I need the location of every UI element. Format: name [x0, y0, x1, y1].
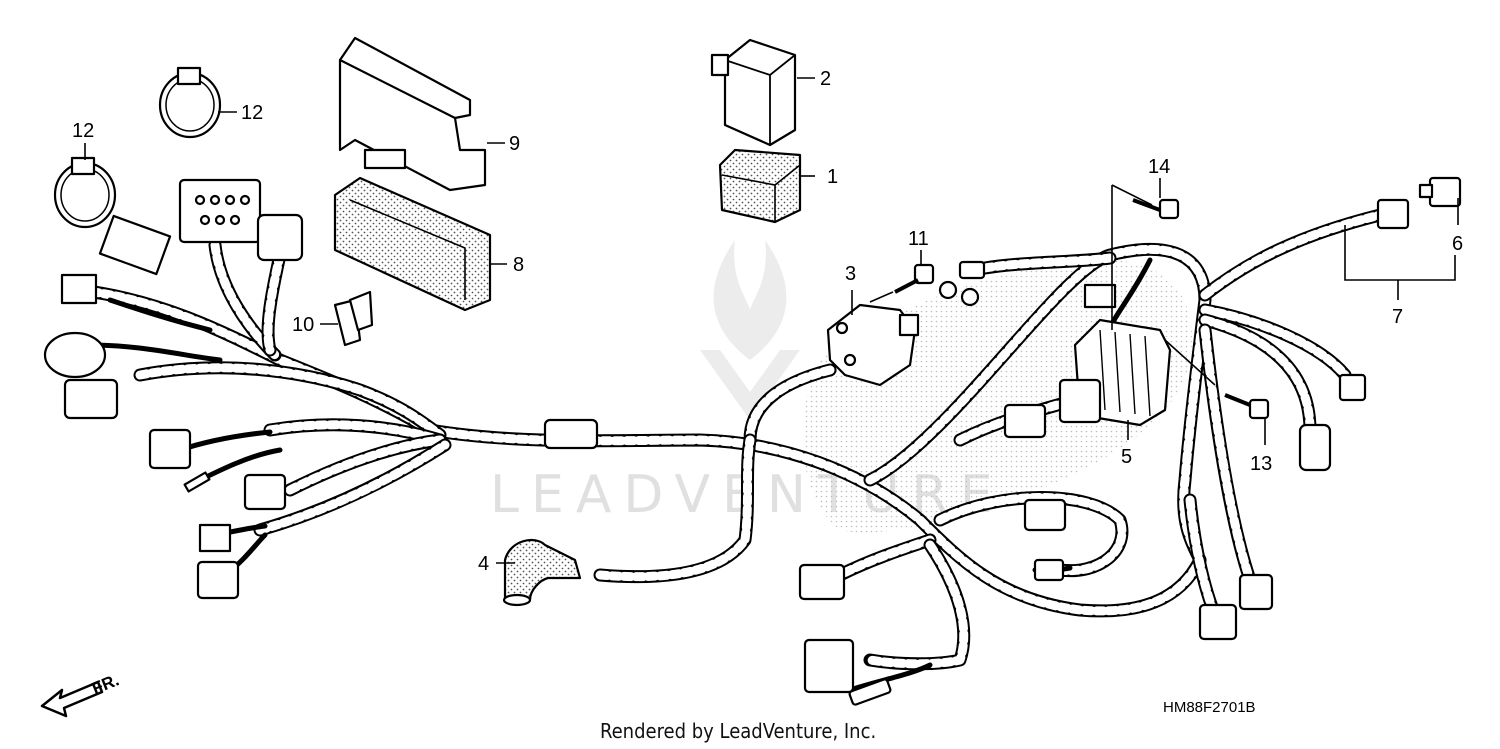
bolt-13	[1224, 393, 1270, 420]
foam-case-8	[333, 176, 492, 312]
relay-holder-1	[718, 148, 802, 224]
diagram-code: HM88F2701B	[1163, 699, 1256, 716]
starter-relay-3	[826, 303, 920, 387]
credit-text: Rendered by LeadVenture, Inc.	[600, 719, 876, 743]
callout-8: 8	[513, 254, 524, 276]
spark-plug-cap-4	[502, 538, 582, 607]
callout-1: 1	[827, 166, 838, 188]
callout-11: 11	[908, 228, 929, 250]
connector-cluster-left	[43, 178, 599, 600]
front-direction-arrow-icon	[40, 680, 104, 718]
bolt-11	[894, 263, 935, 294]
leadventure-watermark-icon	[700, 240, 800, 420]
callout-2: 2	[820, 68, 831, 90]
front-arrow-label: FR.	[89, 670, 122, 698]
wire-clamp-12-left	[53, 156, 117, 229]
callout-14: 14	[1148, 156, 1170, 178]
ring-terminals	[938, 260, 986, 307]
callout-12-left: 12	[72, 120, 94, 142]
regulator-rectifier-5	[1003, 283, 1172, 439]
leader-lines	[84, 77, 1459, 564]
callout-12-upper: 12	[241, 102, 263, 124]
control-unit-9	[338, 36, 487, 192]
callout-3: 3	[845, 263, 856, 285]
callout-6: 6	[1452, 233, 1463, 255]
relay-2	[710, 38, 797, 147]
wire-clamp-12-upper	[158, 66, 222, 139]
bolt-14	[1132, 198, 1180, 220]
callout-7: 7	[1392, 306, 1403, 328]
callout-13: 13	[1250, 453, 1272, 475]
callout-5: 5	[1121, 446, 1132, 468]
callout-10: 10	[292, 314, 314, 336]
callout-4: 4	[478, 553, 489, 575]
main-wire-harness	[73, 208, 1387, 671]
clip-10	[333, 290, 374, 347]
callout-9: 9	[509, 133, 520, 155]
connector-7	[798, 198, 1410, 706]
connector-6	[1418, 176, 1462, 208]
